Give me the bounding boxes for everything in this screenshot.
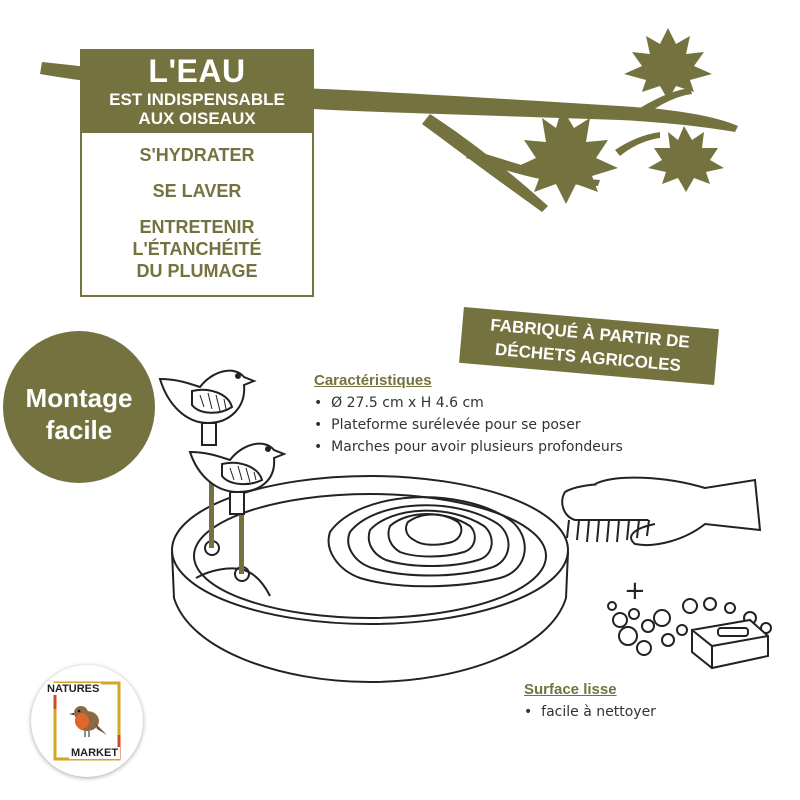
info-item-maintain: ENTRETENIR: [139, 217, 255, 237]
info-box: L'EAU EST INDISPENSABLE AUX OISEAUX S'HY…: [80, 49, 314, 297]
easy-assembly-badge: Montage facile: [3, 331, 155, 483]
bullet-text: Plateforme surélevée pour se poser: [331, 417, 581, 433]
recycled-banner: FABRIQUÉ À PARTIR DE DÉCHETS AGRICOLES: [459, 306, 719, 386]
info-header: L'EAU EST INDISPENSABLE AUX OISEAUX: [82, 51, 312, 133]
logo-text-natures: NATURES: [45, 683, 102, 695]
bullet-text: Marches pour avoir plusieurs profondeurs: [331, 439, 623, 455]
maple-leaf-icon: [514, 108, 618, 204]
logo-text-market: MARKET: [69, 747, 121, 759]
maple-leaf-icon: [648, 126, 724, 192]
bird-icon: [158, 369, 257, 446]
bullet-text: facile à nettoyer: [541, 704, 656, 720]
badge-line1: Montage: [25, 383, 133, 413]
info-item-plumage: DU PLUMAGE: [136, 261, 258, 281]
brush-icon: [561, 476, 762, 546]
robin-icon: [69, 706, 107, 737]
characteristics-title: Caractéristiques: [314, 372, 432, 389]
badge-line2: facile: [45, 415, 113, 445]
bullet-text: Ø 27.5 cm x H 4.6 cm: [331, 395, 484, 411]
characteristics-bullet-platform: • Plateforme surélevée pour se poser: [314, 417, 581, 433]
maple-leaf-icon: [624, 28, 712, 100]
bird-icon: [188, 442, 287, 515]
surface-title: Surface lisse: [524, 681, 617, 698]
info-item-wash: SE LAVER: [152, 181, 242, 201]
natures-market-logo: NATURES MARKET: [31, 665, 143, 777]
plus-icon: +: [624, 576, 646, 606]
surface-bullet-cleaning: • facile à nettoyer: [524, 704, 656, 720]
info-title: L'EAU: [148, 53, 246, 89]
birdbath-icon: [171, 460, 569, 684]
branch-icon: [40, 28, 738, 212]
info-subtitle-line2: AUX OISEAUX: [138, 109, 256, 128]
info-subtitle-line1: EST INDISPENSABLE: [109, 90, 285, 109]
info-item-waterproof: L'ÉTANCHÉITÉ: [132, 239, 262, 259]
info-item-hydrate: S'HYDRATER: [139, 145, 255, 165]
characteristics-bullet-steps: • Marches pour avoir plusieurs profondeu…: [314, 439, 623, 455]
characteristics-bullet-dimensions: • Ø 27.5 cm x H 4.6 cm: [314, 395, 484, 411]
soap-icon: [607, 597, 772, 670]
